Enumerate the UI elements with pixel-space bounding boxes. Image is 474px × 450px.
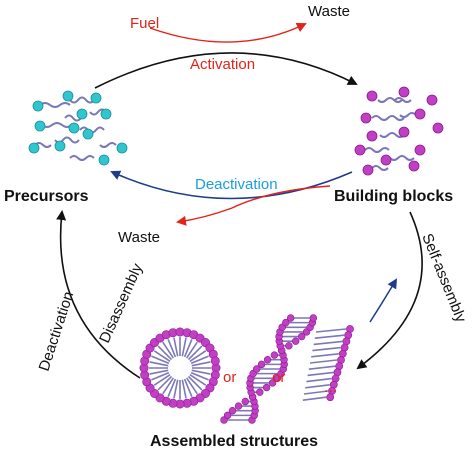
bilayer-tail: [302, 396, 327, 401]
waste-left-label: Waste: [118, 229, 160, 246]
helix-head: [262, 383, 271, 392]
bilayer-tail: [315, 328, 347, 333]
or-label-2: or: [272, 369, 285, 386]
deactivation-arrow: [110, 170, 353, 200]
helix-head: [228, 407, 237, 415]
helix-head: [309, 314, 318, 322]
ellipsis-label: ...: [324, 379, 337, 396]
helix-head: [282, 318, 290, 327]
micelle-tail: [183, 378, 193, 397]
disassembly-label: Disassembly: [96, 261, 146, 346]
micelle-tail: [189, 350, 207, 362]
bilayer-tail: [314, 334, 345, 339]
bilayer-tail: [308, 365, 336, 370]
bilayer-head: [326, 393, 335, 402]
deactivation-waste-arrow: [176, 185, 331, 226]
fuel-to-waste-arrow: [149, 22, 307, 43]
building-blocks-label: Building blocks: [334, 188, 453, 205]
bilayer-sheet-icon: [302, 325, 354, 402]
micelle-tail: [162, 377, 174, 395]
micelle-tail: [149, 361, 169, 367]
deactivation-inner-label: Deactivation: [195, 176, 278, 193]
micelle-tail: [167, 378, 177, 397]
bilayer-tail: [313, 340, 343, 346]
micelle-tail: [173, 379, 179, 399]
helix-head: [285, 342, 293, 350]
helix-head: [268, 379, 277, 387]
micelle-tail: [151, 371, 170, 381]
bilayer-tail: [309, 359, 338, 364]
micelle-tail: [157, 375, 173, 391]
micelle-tail: [167, 339, 177, 358]
precursor-heads: [28, 90, 128, 166]
assembled-structures-label: Assembled structures: [150, 433, 318, 450]
micelle-tail: [189, 374, 207, 386]
bilayer-tail: [311, 353, 339, 358]
helix-head: [291, 337, 300, 345]
building-block-heads: [354, 86, 444, 176]
bilayer-tail: [306, 377, 332, 383]
micelle-tail: [153, 374, 171, 386]
micelle-tail: [181, 337, 187, 357]
micelle-tail: [186, 341, 198, 359]
deactivation-left-label: Deactivation: [36, 289, 78, 373]
helix-head: [234, 402, 243, 410]
helix-head: [223, 411, 232, 420]
self-assembly-blue-arrow: [369, 278, 398, 323]
precursors-label: Precursors: [4, 188, 89, 205]
helix-head: [286, 314, 295, 322]
micelle-tail: [157, 345, 173, 361]
micelle-tail: [190, 371, 209, 381]
fuel-label: Fuel: [130, 15, 159, 32]
micelle-tail: [187, 345, 203, 361]
left-disassembly-arrow: [56, 210, 141, 379]
helix-head: [241, 397, 250, 406]
helix-head: [270, 351, 279, 359]
bilayer-tail: [307, 371, 334, 377]
or-label-1: or: [223, 369, 236, 386]
micelle-tail: [151, 355, 170, 365]
activation-arrow: [94, 52, 358, 89]
micelle-tail: [190, 355, 209, 365]
micelle-tail: [153, 350, 171, 362]
helical-fiber-icon: [220, 314, 318, 424]
self-assembly-label: Self-assembly: [418, 231, 469, 325]
micelle-head: [210, 356, 220, 366]
micelle-tail: [149, 369, 169, 375]
building-block-molecules-icon: [364, 97, 417, 171]
micelle-icon: [139, 327, 221, 409]
bilayer-tail: [312, 346, 341, 352]
helix-head: [297, 332, 306, 341]
helix-head: [257, 360, 266, 369]
micelle-tail: [186, 377, 198, 395]
micelle-tail: [173, 337, 179, 357]
right-assembly-arrow: [356, 211, 423, 370]
waste-top-label: Waste: [308, 3, 350, 20]
micelle-tail: [191, 369, 211, 375]
micelle-tail: [187, 375, 203, 391]
helix-head: [263, 356, 272, 364]
helix-head: [256, 388, 264, 396]
bilayer-tail: [303, 390, 329, 395]
helix-head: [252, 365, 261, 373]
micelle-tail: [183, 339, 193, 358]
micelle-tail: [181, 379, 187, 399]
activation-label: Activation: [190, 56, 255, 73]
precursor-molecules-icon: [34, 96, 117, 161]
bilayer-tail: [305, 384, 330, 389]
micelle-tail: [162, 341, 174, 359]
micelle-tail: [191, 361, 211, 367]
